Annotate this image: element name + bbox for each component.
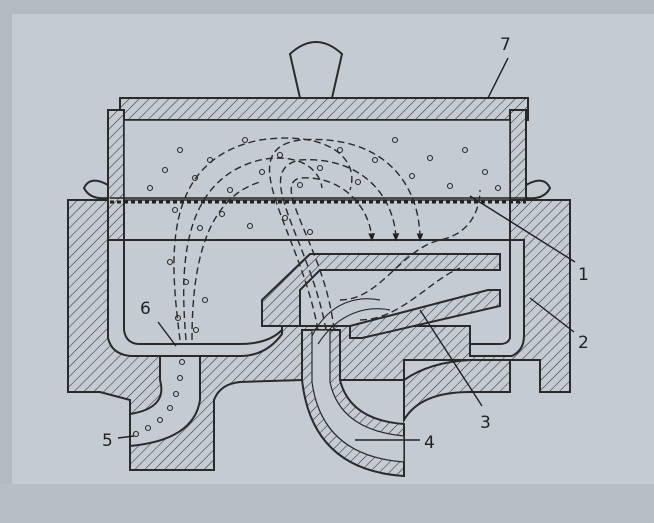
callout-6: 6 (140, 299, 151, 319)
callout-7: 7 (500, 35, 511, 55)
inlet-pipe-bore (311, 329, 405, 463)
bottom-strip (0, 484, 654, 523)
flow-streamlines (173, 137, 481, 341)
right-rim-flange (525, 179, 552, 200)
callout-4: 4 (424, 433, 435, 453)
callout-5: 5 (102, 431, 113, 451)
left-upper-wall (107, 109, 125, 241)
flow-curves-solid (311, 298, 391, 345)
callout-2: 2 (578, 333, 589, 353)
inclined-plate (349, 289, 501, 339)
right-flange-pipe (403, 359, 511, 424)
particles (132, 136, 502, 438)
top-knob (288, 41, 344, 99)
lid-plate (119, 97, 529, 121)
left-rim-flange (82, 179, 109, 200)
callout-3: 3 (480, 413, 491, 433)
callout-1: 1 (578, 265, 589, 285)
leader-lines (117, 57, 576, 441)
